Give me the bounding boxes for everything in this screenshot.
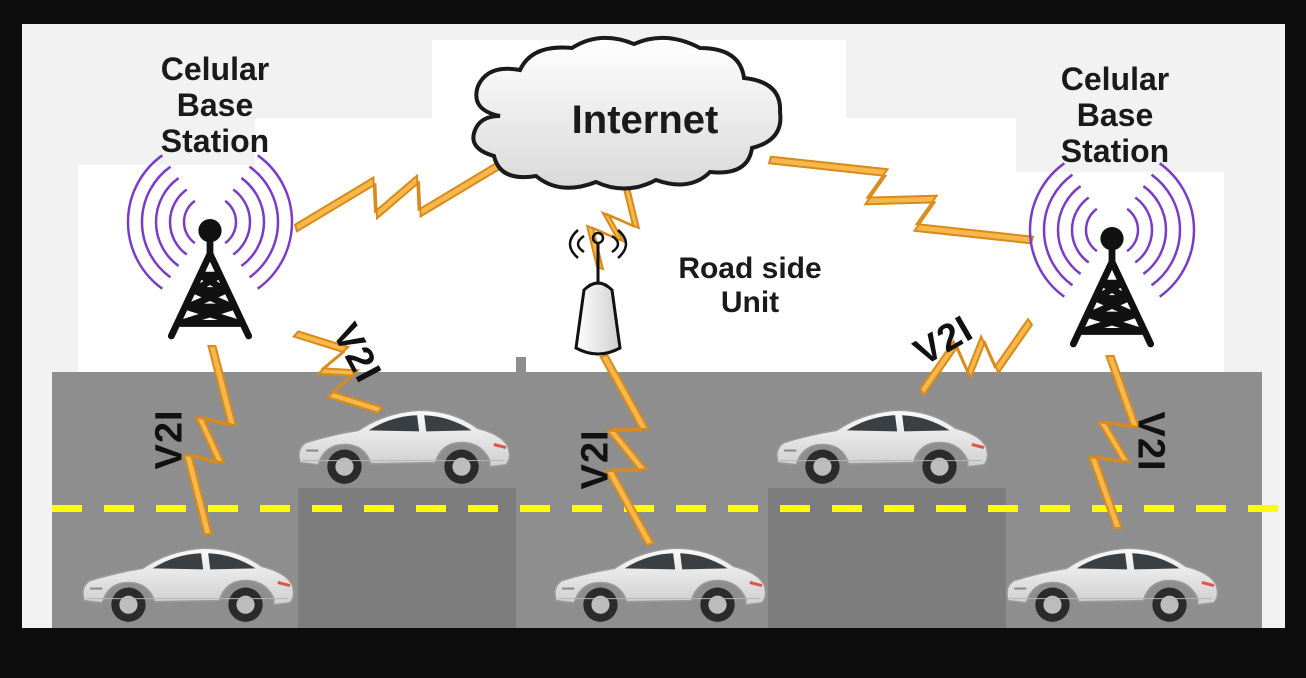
lane-dash bbox=[520, 505, 550, 512]
v2i-label-left-tower: V2I bbox=[148, 409, 191, 470]
signal-arc bbox=[224, 199, 238, 245]
internet-label: Internet bbox=[571, 98, 719, 142]
base-station-label-left-line3: Station bbox=[160, 122, 270, 159]
signal-arc bbox=[1158, 162, 1196, 298]
lane-dash bbox=[208, 505, 238, 512]
lightning-link-icon bbox=[182, 344, 238, 536]
lightning-link-icon bbox=[918, 317, 1034, 397]
base-station-label-left-line1: Celular bbox=[160, 51, 270, 87]
lane-dash bbox=[260, 505, 290, 512]
signal-arc bbox=[240, 177, 266, 267]
base-station-label-left-line2: Base bbox=[176, 86, 254, 123]
lane-dash bbox=[988, 505, 1018, 512]
base-station-label-right: Celular Base Station bbox=[1020, 61, 1210, 169]
lane-dash bbox=[676, 505, 706, 512]
signal-arc bbox=[1042, 173, 1074, 287]
lane-dash bbox=[364, 505, 394, 512]
v2i-label-rsu: V2I bbox=[574, 429, 617, 490]
lightning-links bbox=[182, 155, 1141, 546]
signal-arc bbox=[1056, 185, 1082, 275]
signal-arc bbox=[1070, 196, 1090, 264]
lightning-link-icon bbox=[1087, 354, 1141, 530]
rsu-label-line2: Unit bbox=[720, 285, 780, 319]
signal-arc bbox=[182, 199, 196, 245]
lane-dash bbox=[52, 505, 82, 512]
rsu-label-line1: Road side bbox=[678, 252, 822, 285]
base-station-label-right-line2: Base bbox=[1076, 96, 1154, 133]
lane-dash bbox=[624, 505, 654, 512]
lane-dash bbox=[1040, 505, 1070, 512]
lane-dash bbox=[728, 505, 758, 512]
lane-dash bbox=[832, 505, 862, 512]
lightning-link-icon bbox=[767, 155, 1035, 245]
v2i-label-right-tower: V2I bbox=[1129, 411, 1172, 472]
lane-dash bbox=[312, 505, 342, 512]
signal-arc bbox=[126, 154, 164, 290]
signal-arc bbox=[232, 188, 252, 256]
base-station-label-left: Celular Base Station bbox=[120, 51, 310, 159]
signal-arc bbox=[154, 177, 180, 267]
rsu-label: Road side Unit bbox=[645, 252, 855, 319]
lightning-link-icon bbox=[585, 183, 641, 271]
lane-dash bbox=[1144, 505, 1174, 512]
lane-dash bbox=[1248, 505, 1278, 512]
signal-arcs bbox=[126, 154, 1196, 298]
signal-arc bbox=[1084, 207, 1098, 253]
lane-dash bbox=[416, 505, 446, 512]
signal-arc bbox=[168, 188, 188, 256]
base-station-label-right-line3: Station bbox=[1060, 132, 1170, 169]
signal-arc bbox=[140, 165, 172, 279]
lane-dash bbox=[104, 505, 134, 512]
signal-arc bbox=[1028, 162, 1066, 298]
signal-arc bbox=[1142, 185, 1168, 275]
cloud-icon bbox=[471, 35, 783, 191]
lightning-link-icon bbox=[291, 330, 385, 414]
lane-dash bbox=[156, 505, 186, 512]
base-station-label-right-line1: Celular bbox=[1060, 61, 1170, 97]
lane-dash bbox=[884, 505, 914, 512]
lightning-link-icon bbox=[599, 354, 655, 546]
signal-arc bbox=[1126, 207, 1140, 253]
signal-arc bbox=[256, 154, 294, 290]
signal-arc bbox=[248, 165, 280, 279]
signal-arc bbox=[1134, 196, 1154, 264]
signal-arc bbox=[1150, 173, 1182, 287]
lane-dash bbox=[780, 505, 810, 512]
lane-dash bbox=[1196, 505, 1226, 512]
lane-dash bbox=[572, 505, 602, 512]
lane-dash bbox=[936, 505, 966, 512]
lane-marking bbox=[52, 505, 1278, 512]
lane-dash bbox=[468, 505, 498, 512]
road-side-unit-icon bbox=[568, 229, 628, 356]
